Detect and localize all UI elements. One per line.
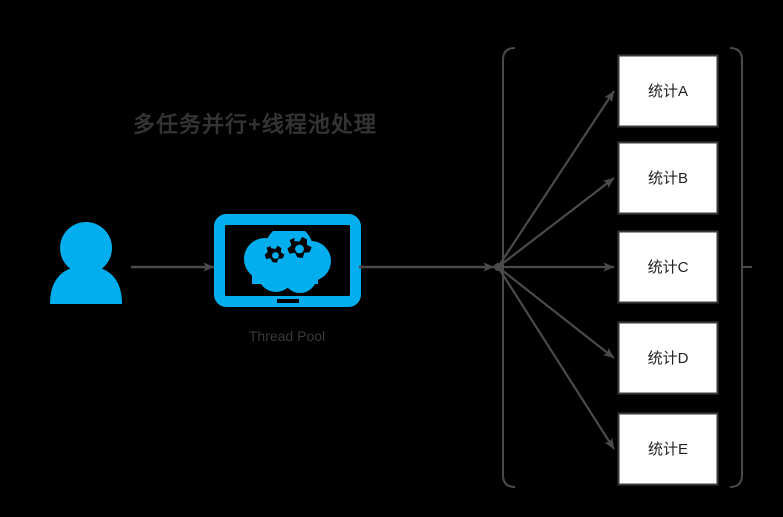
arrow-to-stat-e xyxy=(497,266,615,450)
person-head-icon xyxy=(60,222,112,274)
user-actor xyxy=(50,222,122,304)
stat-box-d-label: 统计D xyxy=(648,350,689,367)
stat-box-b-label: 统计B xyxy=(648,170,688,187)
gear-large-icon xyxy=(287,236,312,258)
thread-pool-caption: Thread Pool xyxy=(249,328,325,344)
right-bracket-tick xyxy=(741,260,752,274)
thread-pool-node[interactable]: Thread Pool xyxy=(214,214,361,345)
stat-box-d-rect xyxy=(617,321,719,395)
stat-box-a-rect xyxy=(617,54,719,128)
stat-box-b-rect xyxy=(617,141,719,215)
stat-box-a-label: 统计A xyxy=(648,83,688,100)
stat-box-e-rect xyxy=(617,412,719,486)
page-title: 多任务并行+线程池处理 xyxy=(133,112,377,137)
stat-box-c[interactable]: 统计C xyxy=(617,230,719,304)
person-body-icon xyxy=(50,266,122,304)
arrow-to-stat-d xyxy=(497,266,615,359)
stat-box-c-rect xyxy=(617,230,719,304)
stat-box-b[interactable]: 统计B xyxy=(617,141,719,215)
arrow-to-stat-b xyxy=(497,177,615,268)
cloud-gears-icon xyxy=(244,231,331,293)
arrow-to-stat-a xyxy=(497,90,615,268)
right-bracket xyxy=(729,47,743,488)
stat-box-d[interactable]: 统计D xyxy=(617,321,719,395)
fanout-junction xyxy=(494,263,502,271)
stat-box-c-label: 统计C xyxy=(648,259,689,276)
stat-box-e-label: 统计E xyxy=(648,441,688,458)
stat-box-a[interactable]: 统计A xyxy=(617,54,719,128)
stat-box-e[interactable]: 统计E xyxy=(617,412,719,486)
gear-small-icon xyxy=(264,245,285,263)
monitor-stand-icon xyxy=(277,299,299,303)
